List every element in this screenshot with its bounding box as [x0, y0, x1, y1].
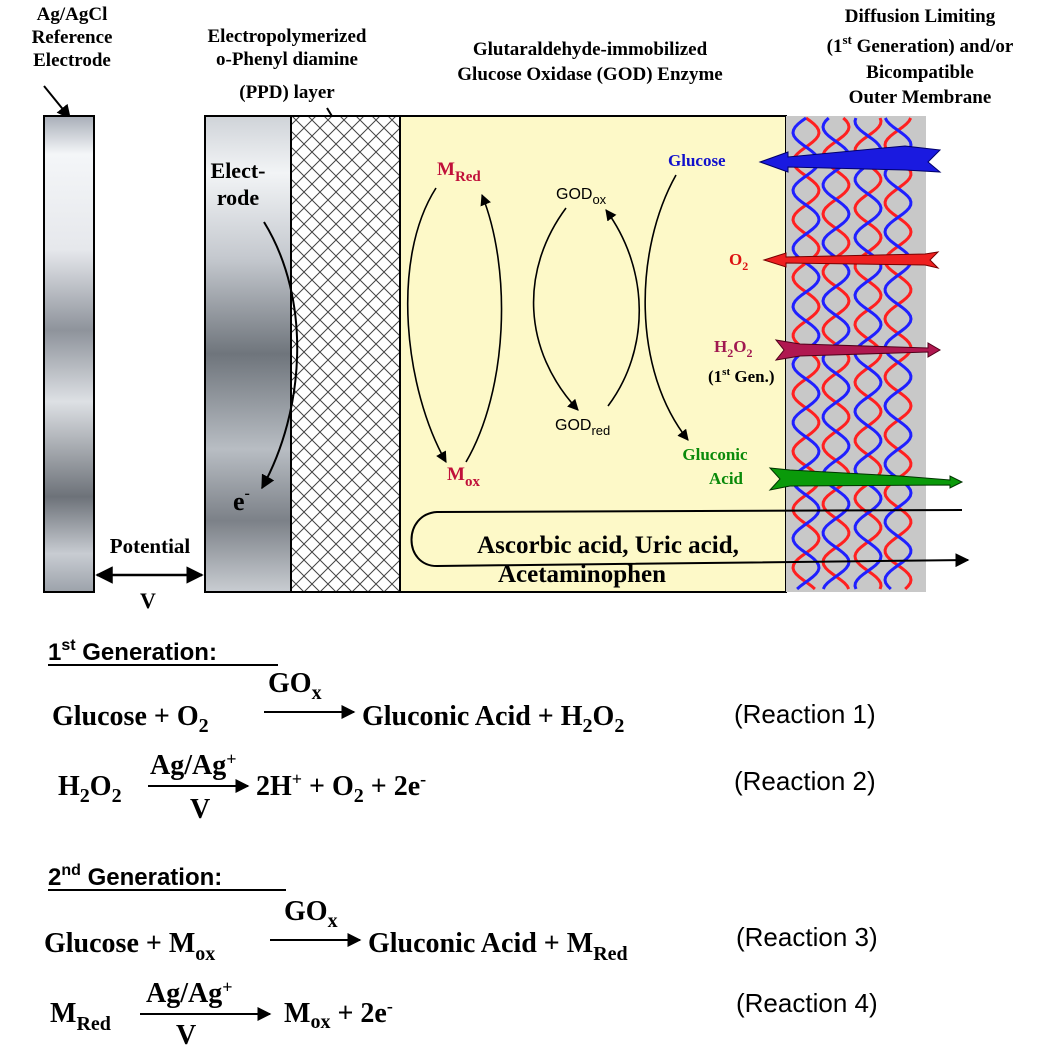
ppd-hatched-layer: [290, 115, 401, 593]
reaction-2-label: (Reaction 2): [734, 766, 876, 796]
electron-flow-arrow: [261, 221, 299, 490]
reaction-2: H2O2 Ag/Ag+ V 2H+ + O2 + 2e-: [58, 749, 426, 825]
glucose-label: Glucose: [668, 151, 726, 170]
reaction-1: Glucose + O2 GOx Gluconic Acid + H2O2: [52, 668, 624, 737]
potential-symbol: V: [140, 588, 156, 613]
svg-text:Ag/Ag+: Ag/Ag+: [150, 749, 237, 781]
svg-text:Gluconic Acid + H2O2: Gluconic Acid + H2O2: [362, 701, 624, 737]
ppd-layer-header: Electropolymerized o-Phenyl diamine (PPD…: [208, 26, 367, 103]
godred-to-godox-arrow: [605, 209, 640, 407]
h2o2-efflux-arrow: [774, 339, 941, 361]
svg-text:Glucose + O2: Glucose + O2: [52, 701, 209, 737]
reaction-3-label: (Reaction 3): [736, 922, 878, 952]
o2-label: O2: [729, 250, 748, 273]
second-generation-heading: 2nd Generation:: [48, 862, 286, 891]
svg-text:MRed: MRed: [50, 998, 111, 1035]
electron-label: e-: [233, 485, 250, 516]
svg-text:Ag/Ag+: Ag/Ag+: [146, 977, 233, 1009]
reaction-1-label: (Reaction 1): [734, 699, 876, 729]
first-generation-heading: 1st Generation:: [48, 637, 278, 666]
svg-text:rode: rode: [217, 185, 260, 210]
svg-text:Gluconic Acid + MRed: Gluconic Acid + MRed: [368, 928, 628, 965]
reaction-4: MRed Ag/Ag+ V Mox + 2e-: [50, 977, 393, 1050]
svg-text:GOx: GOx: [284, 896, 338, 932]
svg-text:V: V: [190, 794, 210, 825]
svg-text:Reference: Reference: [32, 27, 113, 48]
svg-text:Ascorbic acid, Uric acid,: Ascorbic acid, Uric acid,: [477, 532, 739, 559]
svg-text:V: V: [176, 1020, 196, 1050]
potential-label: Potential: [110, 534, 191, 558]
enzyme-layer-header: Glutaraldehyde-immobilized Glucose Oxida…: [457, 39, 722, 85]
svg-text:H2O2: H2O2: [58, 771, 122, 807]
svg-text:(1st Generation) and/or: (1st Generation) and/or: [827, 32, 1014, 57]
god-red-label: GODred: [555, 417, 610, 438]
svg-text:Bicompatible: Bicompatible: [866, 62, 974, 83]
mred-to-mox-arrow: [406, 187, 447, 463]
svg-text:Electrode: Electrode: [33, 50, 111, 71]
svg-text:2H+ + O2 + 2e-: 2H+ + O2 + 2e-: [256, 769, 426, 807]
svg-text:Acid: Acid: [709, 469, 744, 488]
interferent-exclusion-arrow: [410, 509, 970, 568]
reference-electrode-header: Ag/AgCl Reference Electrode: [32, 4, 113, 71]
svg-text:o-Phenyl diamine: o-Phenyl diamine: [216, 49, 358, 70]
svg-text:Glucose + Mox: Glucose + Mox: [44, 928, 215, 965]
m-red-label: MRed: [437, 159, 481, 185]
gluconic-efflux-arrow: [768, 467, 964, 491]
svg-text:Mox + 2e-: Mox + 2e-: [284, 996, 393, 1033]
svg-text:2nd Generation:: 2nd Generation:: [48, 862, 222, 891]
m-ox-label: Mox: [447, 464, 480, 490]
svg-text:GOx: GOx: [268, 668, 322, 704]
svg-text:Electropolymerized: Electropolymerized: [208, 26, 367, 47]
h2o2-label: H2O2: [714, 337, 752, 360]
reaction-4-label: (Reaction 4): [736, 988, 878, 1018]
svg-text:(PPD) layer: (PPD) layer: [239, 82, 335, 103]
svg-text:Outer Membrane: Outer Membrane: [849, 87, 992, 108]
reference-electrode-bar: [43, 115, 95, 593]
godox-to-godred-arrow: [532, 207, 579, 411]
interferents-label: Ascorbic acid, Uric acid, Acetaminophen: [477, 532, 739, 588]
svg-text:1st Generation:: 1st Generation:: [48, 637, 217, 666]
svg-text:Glutaraldehyde-immobilized: Glutaraldehyde-immobilized: [473, 39, 708, 60]
glucose-to-gluconic-arrow: [644, 174, 689, 441]
glucose-influx-arrow: [758, 145, 942, 173]
gluconic-acid-label: Gluconic Acid: [682, 445, 748, 488]
svg-text:Glucose Oxidase (GOD) Enzyme: Glucose Oxidase (GOD) Enzyme: [457, 64, 722, 85]
first-gen-note: (1st Gen.): [708, 366, 775, 386]
mox-to-mred-arrow: [465, 193, 503, 463]
membrane-header: Diffusion Limiting (1st Generation) and/…: [827, 6, 1014, 108]
svg-text:Elect-: Elect-: [211, 158, 266, 183]
reference-pointer-arrow: [43, 85, 71, 120]
electrode-label: Elect- rode: [211, 158, 266, 210]
god-ox-label: GODox: [556, 186, 607, 207]
svg-text:Ag/AgCl: Ag/AgCl: [37, 4, 108, 25]
reaction-3: Glucose + Mox GOx Gluconic Acid + MRed: [44, 896, 628, 965]
svg-text:Acetaminophen: Acetaminophen: [498, 561, 666, 588]
svg-text:Gluconic: Gluconic: [682, 445, 748, 464]
o2-influx-arrow: [762, 251, 940, 269]
svg-text:Diffusion Limiting: Diffusion Limiting: [845, 6, 996, 27]
